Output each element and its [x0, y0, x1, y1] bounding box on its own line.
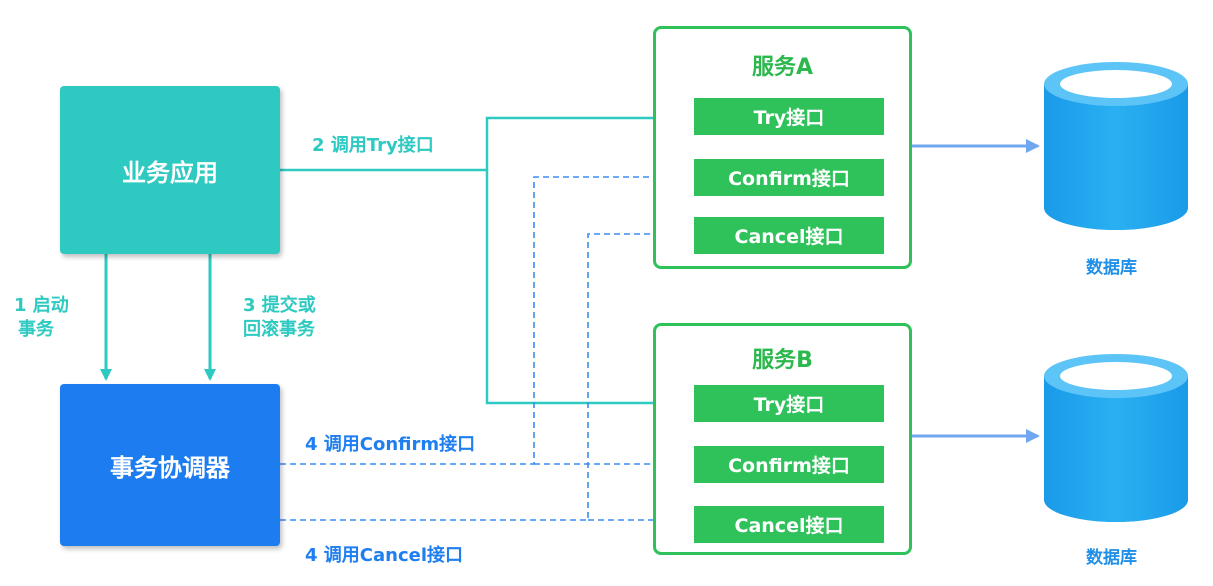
commit-rollback-line-1: 3 提交或 — [243, 295, 316, 316]
database-icon — [1044, 354, 1188, 522]
business-application-label: 业务应用 — [122, 158, 218, 187]
service-b-try-interface: Try接口 — [694, 385, 884, 422]
arrow-call-confirm-a — [280, 171, 688, 465]
service-b-title: 服务B — [752, 348, 813, 373]
start-transaction-line-1: 1 启动 — [14, 295, 69, 316]
arrow-call-cancel-a — [280, 228, 688, 521]
service-b-confirm-interface: Confirm接口 — [694, 446, 884, 483]
service-b: 服务B Try接口 Confirm接口 Cancel接口 — [653, 323, 912, 555]
call-try-label: 2 调用Try接口 — [312, 135, 434, 156]
database-a-label: 数据库 — [1086, 258, 1137, 278]
transaction-coordinator-label: 事务协调器 — [110, 453, 230, 482]
commit-rollback-line-2: 回滚事务 — [243, 319, 315, 340]
service-b-cancel-interface: Cancel接口 — [694, 506, 884, 543]
service-a-try-interface: Try接口 — [694, 98, 884, 135]
service-a-title: 服务A — [751, 55, 814, 80]
commit-rollback-label: 3 提交或 回滚事务 — [243, 294, 316, 342]
arrow-call-try-a — [280, 112, 688, 172]
transaction-coordinator-node: 事务协调器 — [60, 384, 280, 546]
service-a-confirm-interface: Confirm接口 — [694, 159, 884, 196]
database-b-label: 数据库 — [1086, 548, 1137, 568]
call-confirm-label: 4 调用Confirm接口 — [305, 434, 476, 455]
start-transaction-label: 1 启动 事务 — [14, 294, 69, 342]
call-cancel-label: 4 调用Cancel接口 — [305, 545, 464, 566]
start-transaction-line-2: 事务 — [18, 319, 54, 340]
service-a: 服务A Try接口 Confirm接口 Cancel接口 — [653, 26, 912, 269]
database-icon — [1044, 62, 1188, 230]
service-a-cancel-interface: Cancel接口 — [694, 217, 884, 254]
arrow-call-try-b — [485, 170, 688, 409]
business-application-node: 业务应用 — [60, 86, 280, 254]
